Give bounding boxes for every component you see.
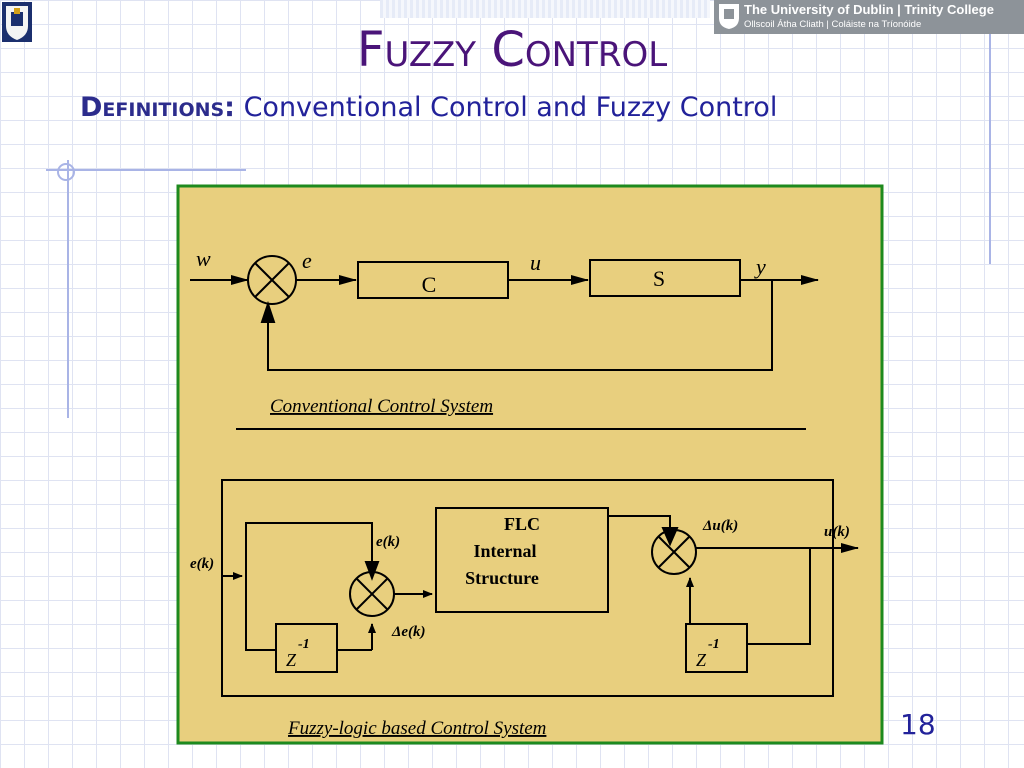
header-band (380, 0, 710, 18)
label-y: y (754, 254, 766, 279)
flc-label-line1: FLC (504, 514, 540, 534)
delay1-input-line (245, 576, 276, 651)
university-banner: The University of Dublin | Trinity Colle… (714, 0, 1024, 34)
university-irish-name: Ollscoil Átha Cliath | Coláiste na Tríon… (744, 19, 922, 30)
subtitle-lead: Definitions: (80, 92, 235, 123)
slide-title: Fuzzy Control (356, 22, 668, 78)
ek-branch-arrowhead (364, 561, 380, 581)
delay2-exponent: -1 (708, 637, 720, 652)
delay1-exponent: -1 (298, 637, 310, 652)
slide-number: 18 (900, 708, 936, 741)
summing-cross-f (658, 536, 690, 568)
ek-label: e(k) (376, 534, 400, 550)
college-shield-icon (719, 4, 739, 29)
input-ek-label: e(k) (190, 556, 214, 572)
flc-block (435, 507, 609, 613)
slide-subtitle: Definitions: Conventional Control and Fu… (80, 92, 777, 123)
delay-block-1 (275, 623, 338, 673)
ek-branch (245, 522, 373, 576)
delta-u-path (608, 515, 671, 530)
fuzzy-outer-box (221, 479, 834, 697)
label-u: u (530, 250, 541, 275)
label-w: w (196, 246, 211, 271)
flc-label-line3: Structure (465, 568, 539, 588)
output-uk-label: u(k) (824, 524, 850, 540)
feedback-arrowhead (260, 300, 276, 323)
fuzzy-system (221, 479, 859, 697)
system-label: S (653, 266, 665, 291)
subtitle-rest: Conventional Control and Fuzzy Control (234, 92, 778, 123)
university-name: The University of Dublin | Trinity Colle… (744, 2, 994, 17)
controller-label: C (422, 272, 437, 297)
summing-cross-b (254, 262, 290, 298)
crest-logo (2, 2, 32, 42)
summing-junction-3 (651, 529, 697, 575)
system-block (589, 259, 741, 297)
conventional-loop (190, 255, 819, 371)
delta-u-label: Δu(k) (702, 518, 738, 534)
label-e: e (302, 248, 312, 273)
conventional-caption: Conventional Control System (270, 396, 493, 417)
delay-block-2 (685, 623, 748, 673)
flc-label-line2: Internal (474, 541, 537, 561)
fuzzy-caption: Fuzzy-logic based Control System (287, 718, 546, 739)
feedback-path (267, 280, 773, 371)
summing-cross-d (356, 578, 388, 610)
delta-e-label: Δe(k) (391, 624, 426, 640)
delay2-input-line (748, 548, 811, 645)
delay1-label: Z (286, 650, 297, 670)
delay2-label: Z (696, 650, 707, 670)
